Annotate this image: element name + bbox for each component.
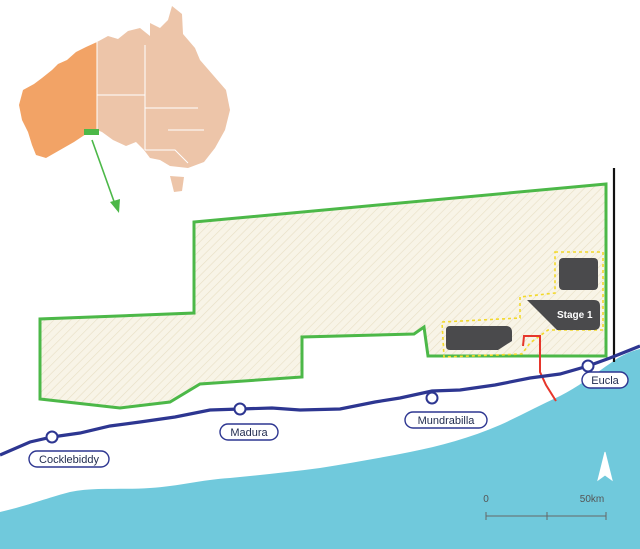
scale-bar: 0 50km [483,494,607,520]
stage-1-block [527,300,600,330]
stage-block-north [559,258,598,290]
inset-pointer-arrowhead [110,199,120,213]
stage-blocks [446,258,600,350]
town-label: Madura [230,427,268,439]
town-label: Cocklebiddy [39,454,99,466]
town-eucla[interactable]: Eucla [581,359,629,389]
stage-block-west [446,326,512,350]
pipeline [522,335,557,402]
town-label-box [28,450,110,468]
town-mundrabilla[interactable]: Mundrabilla [404,391,488,429]
stage-area-outline [441,251,604,358]
inset-pointer-arrow [91,139,117,208]
town-label-box [404,411,488,429]
town-marker [425,391,439,405]
inset-east-states [97,6,230,168]
town-marker [581,359,595,373]
town-label-box [219,423,279,441]
town-label-box [581,371,629,389]
ocean [0,349,640,549]
project-area [38,182,608,410]
stage-1-label: Stage 1 [557,310,593,321]
scale-end-label: 50km [580,494,604,505]
eyre-highway [0,344,640,457]
town-label: Mundrabilla [418,415,476,427]
scale-start-label: 0 [483,494,489,505]
town-cocklebiddy[interactable]: Cocklebiddy [28,430,110,468]
north-arrow-icon [597,451,613,482]
town-marker [233,402,247,416]
inset-state-borders [96,42,204,164]
inset-tasmania [170,176,184,192]
town-label: Eucla [591,375,619,387]
inset-western-australia [19,42,97,158]
town-marker [45,430,59,444]
inset-project-marker [84,129,99,135]
town-madura[interactable]: Madura [219,402,279,441]
australia-inset-map [19,6,230,213]
town-markers: Cocklebiddy Madura Mundrabilla Eucla [28,359,629,468]
